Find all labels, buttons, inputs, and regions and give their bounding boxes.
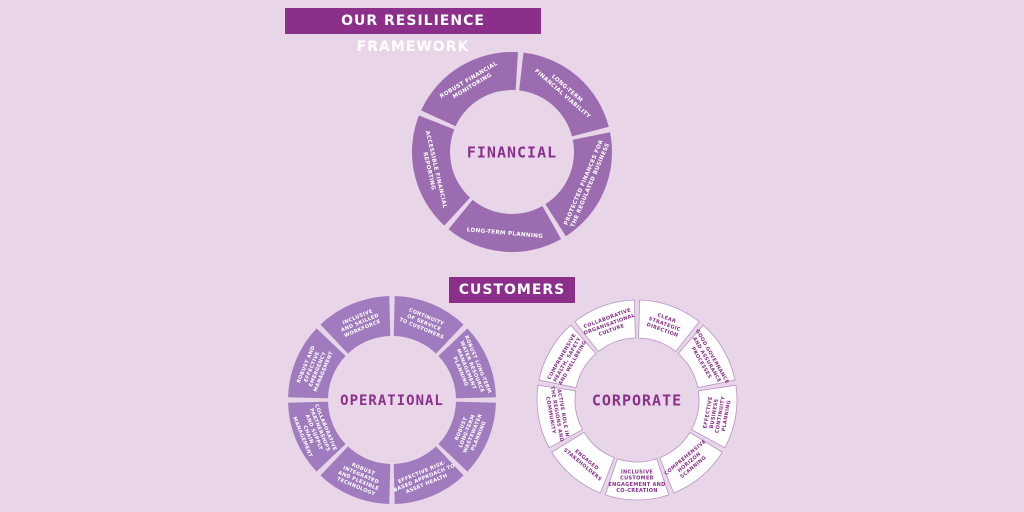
corporate-segment-line: PLANNING [721, 400, 732, 432]
operational-segment [288, 401, 346, 472]
financial-segment [545, 132, 612, 237]
corporate-segment-line: CUSTOMER [620, 476, 654, 482]
operational-segment [438, 401, 496, 472]
corporate-segment [677, 324, 736, 389]
operational-segment [438, 328, 496, 399]
operational-segment [320, 296, 391, 354]
operational-segment [288, 328, 346, 399]
corporate-segment [536, 384, 584, 449]
corporate-segment-line: BUSINESS [709, 398, 720, 429]
framework-title-banner: OUR RESILIENCE FRAMEWORK [285, 8, 541, 55]
corporate-segment [659, 431, 723, 494]
operational-center-label: OPERATIONAL [340, 393, 444, 409]
corporate-segment-line: INCLUSIVE [621, 469, 654, 475]
corporate-segment-line: CO-CREATION [616, 488, 658, 494]
corporate-segment [690, 384, 738, 449]
financial-center-label: FINANCIAL [467, 143, 557, 161]
financial-segment [519, 52, 609, 137]
customers-banner: CUSTOMERS [449, 277, 575, 303]
operational-segment [393, 296, 464, 354]
corporate-segment-label: EFFECTIVEBUSINESSCONTINUITYPLANNING [702, 393, 733, 434]
corporate-segment [538, 324, 597, 389]
corporate-segment [551, 431, 615, 494]
corporate-segment-label: ACTIVE ROLE INTHE REGIONS ANDCOMMUNITY [542, 385, 570, 444]
corporate-segment [574, 299, 636, 353]
operational-segment [320, 446, 391, 504]
corporate-segment [638, 299, 700, 353]
financial-segment [421, 52, 518, 127]
customers-label: CUSTOMERS [458, 282, 566, 298]
corporate-segment-line: ENGAGEMENT AND [608, 482, 665, 488]
financial-segment [448, 199, 562, 252]
corporate-center-label: CORPORATE [592, 391, 682, 409]
corporate-segment [604, 458, 670, 501]
framework-title: OUR RESILIENCE FRAMEWORK [341, 13, 485, 55]
financial-segment [412, 115, 471, 226]
corporate-segment-line: EFFECTIVE [702, 396, 714, 429]
operational-segment-label: ROBUSTLONG-TERMWASTEWATERPLANNING [451, 408, 490, 456]
operational-segment [393, 446, 464, 504]
